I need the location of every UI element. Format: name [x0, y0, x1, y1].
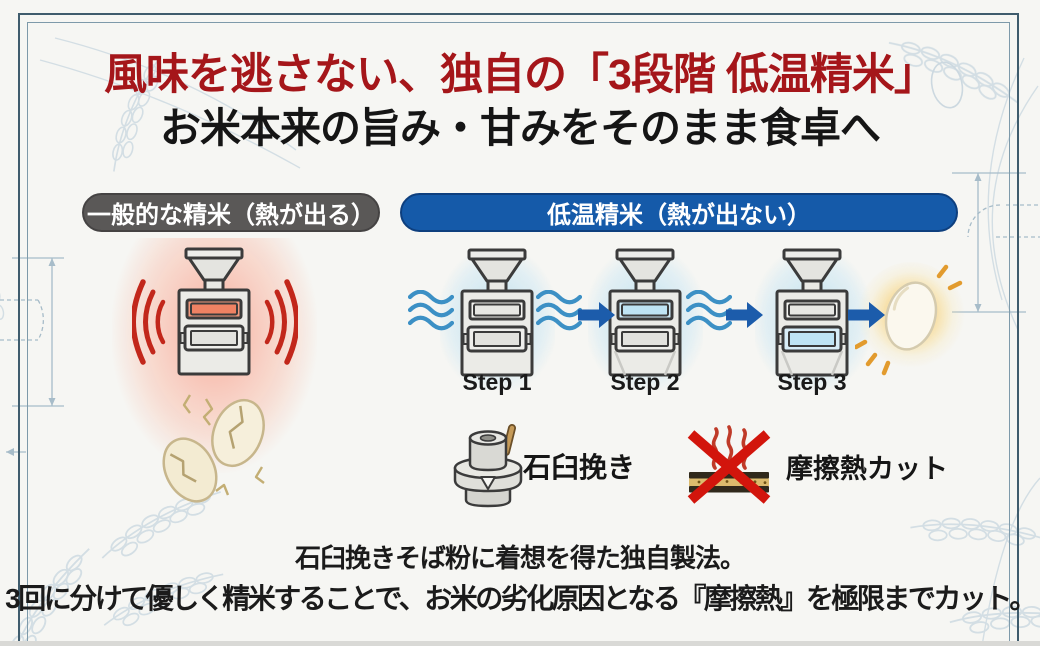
footer-text-line1: 石臼挽きそば粉に着想を得た独自製法。 — [294, 543, 746, 573]
arrow-right-icon — [578, 302, 615, 328]
arrow-right-icon — [848, 302, 885, 328]
milling-machine-step2-icon — [608, 248, 682, 377]
milling-machine-hot-icon — [177, 247, 251, 376]
step-2-label: Step 2 — [610, 369, 680, 395]
stone-mill-label: 石臼挽き — [523, 452, 636, 483]
outer-frame-border — [18, 13, 1019, 646]
conventional-milling-badge: 一般的な精米（熱が出る） — [82, 193, 380, 232]
page-subtitle: お米本来の旨み・甘みをそのまま食卓へ — [160, 105, 881, 151]
glowing-rice-grain-icon — [855, 262, 965, 376]
blueprint-dimension-lines — [0, 172, 1040, 456]
low-temp-milling-badge: 低温精米（熱が出ない） — [400, 193, 958, 232]
low-temp-milling-badge-label: 低温精米（熱が出ない） — [547, 202, 811, 229]
heat-waves-left-icon — [132, 279, 166, 365]
cracked-rice-grains-icon — [162, 394, 265, 503]
no-friction-heat-icon — [687, 425, 771, 504]
step-3-label: Step 3 — [777, 369, 847, 395]
step-1-label: Step 1 — [462, 369, 532, 395]
arrow-right-icon — [726, 302, 763, 328]
cool-air-waves-icon — [408, 290, 454, 331]
milling-machine-step3-icon — [775, 248, 849, 377]
page-title: 風味を逃さない、独自の「3段階 低温精米」 — [104, 51, 937, 99]
bottom-edge-strip — [0, 641, 1040, 646]
cool-air-waves-icon — [536, 290, 582, 331]
cool-air-waves-icon — [686, 290, 732, 331]
footer-text-line2: 3回に分けて優しく精米することで、お米の劣化原因となる『摩擦熱』を極限までカット… — [5, 583, 1037, 614]
milling-machine-step1-icon — [460, 248, 534, 377]
conventional-milling-badge-label: 一般的な精米（熱が出る） — [87, 202, 375, 229]
inner-frame-border — [27, 22, 1010, 646]
friction-heat-cut-label: 摩擦熱カット — [786, 454, 948, 484]
stone-mill-icon — [453, 424, 523, 508]
heat-waves-right-icon — [264, 279, 298, 365]
